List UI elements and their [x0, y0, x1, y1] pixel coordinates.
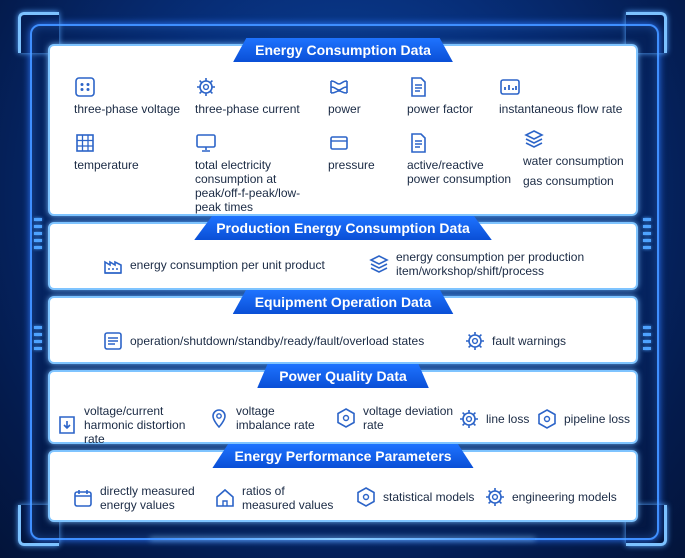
item-three-phase-voltage: three-phase voltage: [74, 76, 180, 116]
location-pin-icon: [208, 407, 230, 429]
item-total-electricity: total electricity consumption at peak/of…: [195, 132, 325, 214]
item-label: gas consumption: [523, 174, 614, 188]
item-label: ratios of measured values: [242, 484, 334, 512]
section-title: Energy Performance Parameters: [212, 444, 474, 468]
item-pipeline-loss: pipeline loss: [536, 408, 630, 430]
section-title: Equipment Operation Data: [232, 290, 454, 314]
corner-bracket: [18, 12, 59, 53]
item-label: total electricity consumption at peak/of…: [195, 158, 301, 214]
item-power-factor: power factor: [407, 76, 473, 116]
download-doc-icon: [56, 414, 78, 436]
hexagon-icon: [335, 407, 357, 429]
screen-icon: [328, 132, 350, 154]
section-title: Production Energy Consumption Data: [194, 216, 492, 240]
item-directly-measured: directly measured energy values: [72, 484, 207, 512]
bottom-glow-line: [150, 538, 535, 540]
item-label: fault warnings: [492, 334, 567, 348]
hexagon-icon: [536, 408, 558, 430]
item-label: instantaneous flow rate: [499, 102, 623, 116]
corner-bracket: [626, 12, 667, 53]
item-label: line loss: [486, 412, 530, 426]
item-label: voltage imbalance rate: [236, 404, 315, 432]
item-label: temperature: [74, 158, 139, 172]
hexagon-icon: [355, 486, 377, 508]
corner-bracket: [626, 505, 667, 546]
section-title: Energy Consumption Data: [233, 38, 453, 62]
list-icon: [102, 330, 124, 352]
stack-icon: [368, 253, 390, 275]
side-ticks: [34, 218, 42, 253]
panel-production-energy: Production Energy Consumption Data energ…: [48, 216, 638, 290]
document-icon: [407, 76, 429, 98]
item-voltage-deviation: voltage deviation rate: [335, 404, 455, 432]
item-label: pipeline loss: [564, 412, 631, 426]
corner-bracket: [18, 505, 59, 546]
item-water-gas: water consumption gas consumption: [523, 128, 624, 188]
dots-grid-icon: [74, 76, 96, 98]
item-label: voltage/current harmonic distortion rate: [84, 404, 186, 446]
item-label: directly measured energy values: [100, 484, 195, 512]
item-label: operation/shutdown/standby/ready/fault/o…: [130, 334, 425, 348]
item-line-loss: line loss: [458, 408, 529, 430]
item-pressure: pressure: [328, 132, 375, 172]
item-label: water consumption: [523, 154, 624, 168]
panel-energy-consumption: Energy Consumption Data three-phase volt…: [48, 38, 638, 216]
item-harmonic-distortion: voltage/current harmonic distortion rate: [56, 404, 206, 446]
document-icon: [407, 132, 429, 154]
layers-icon: [523, 128, 545, 150]
item-label: power factor: [407, 102, 474, 116]
gear-icon: [195, 76, 217, 98]
factory-icon: [102, 254, 124, 276]
item-statistical-models: statistical models: [355, 486, 474, 508]
item-label: energy consumption per production item/w…: [396, 250, 585, 278]
panel-power-quality: Power Quality Data voltage/current harmo…: [48, 364, 638, 446]
calendar-icon: [72, 487, 94, 509]
side-ticks: [643, 218, 651, 253]
gear-icon: [464, 330, 486, 352]
item-operation-states: operation/shutdown/standby/ready/fault/o…: [102, 330, 424, 352]
item-voltage-imbalance: voltage imbalance rate: [208, 404, 328, 432]
item-per-production-item: energy consumption per production item/w…: [368, 250, 598, 278]
item-label: power: [328, 102, 361, 116]
item-label: statistical models: [383, 490, 475, 504]
side-ticks: [34, 326, 42, 354]
home-icon: [214, 487, 236, 509]
item-three-phase-current: three-phase current: [195, 76, 300, 116]
item-ratios: ratios of measured values: [214, 484, 339, 512]
item-label: voltage deviation rate: [363, 404, 454, 432]
item-label: three-phase current: [195, 102, 300, 116]
grid-icon: [74, 132, 96, 154]
item-label: energy consumption per unit product: [130, 258, 325, 272]
gear-icon: [484, 486, 506, 508]
dashboard-icon: [499, 76, 521, 98]
item-temperature: temperature: [74, 132, 139, 172]
item-power: power: [328, 76, 361, 116]
panel-energy-performance: Energy Performance Parameters directly m…: [48, 444, 638, 522]
gear-icon: [458, 408, 480, 430]
item-label: pressure: [328, 158, 375, 172]
item-active-reactive: active/reactive power consumption: [407, 132, 517, 186]
item-label: engineering models: [512, 490, 617, 504]
section-title: Power Quality Data: [257, 364, 429, 388]
item-label: active/reactive power consumption: [407, 158, 512, 186]
item-per-unit-product: energy consumption per unit product: [102, 254, 325, 276]
item-fault-warnings: fault warnings: [464, 330, 566, 352]
item-label: three-phase voltage: [74, 102, 181, 116]
wave-icon: [328, 76, 350, 98]
item-instantaneous-flow-rate: instantaneous flow rate: [499, 76, 622, 116]
monitor-icon: [195, 132, 217, 154]
side-ticks: [643, 326, 651, 354]
panel-equipment-operation: Equipment Operation Data operation/shutd…: [48, 290, 638, 364]
item-engineering-models: engineering models: [484, 486, 617, 508]
